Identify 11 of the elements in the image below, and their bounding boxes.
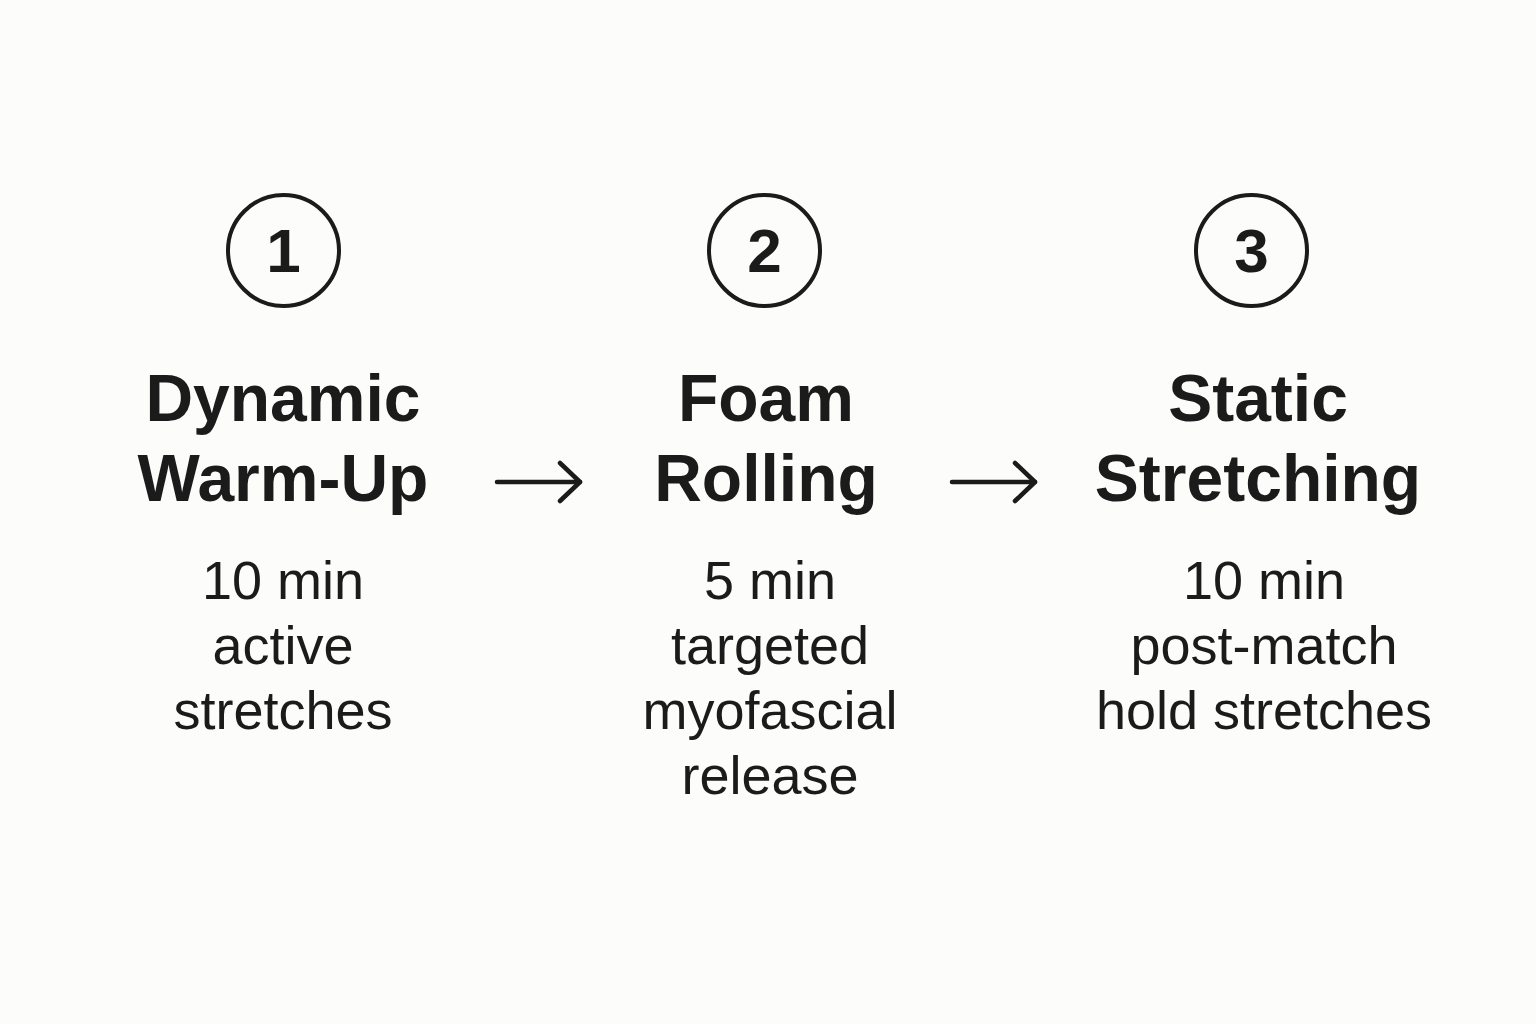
step-number-circle: 2 — [707, 193, 822, 308]
step-description: 10 min post-match hold stretches — [1095, 550, 1433, 740]
step-number-circle: 3 — [1194, 193, 1309, 308]
step-description: 5 min targeted myofascial release — [642, 550, 898, 805]
step-number-circle: 1 — [226, 193, 341, 308]
arrow — [949, 460, 1038, 504]
arrow — [494, 460, 583, 504]
step-title: Foam Rolling — [654, 361, 878, 515]
step-description: 10 min active stretches — [173, 550, 393, 740]
step-title: Dynamic Warm-Up — [137, 361, 429, 515]
step-title: Static Stretching — [1094, 361, 1422, 515]
